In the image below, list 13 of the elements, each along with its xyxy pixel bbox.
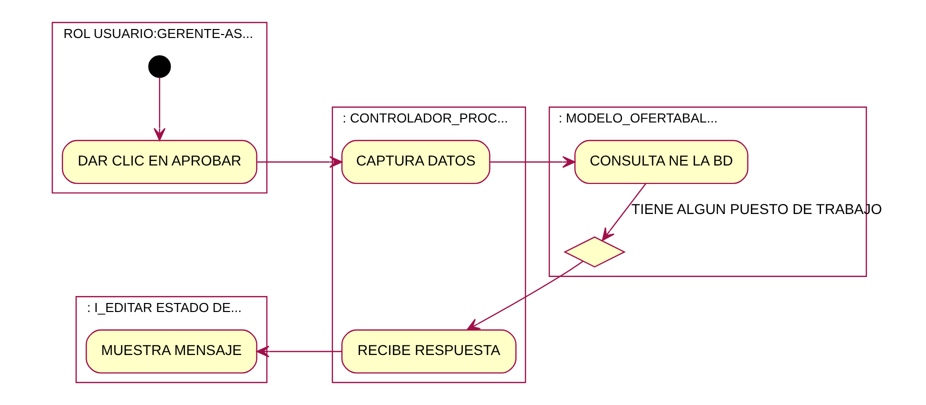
arrow <box>490 156 575 168</box>
arrow <box>256 346 342 358</box>
node-circle <box>148 55 170 78</box>
node-box: CONSULTA NE LA BD <box>574 140 748 184</box>
node-diamond <box>562 236 626 268</box>
arrow <box>601 183 646 241</box>
node-box: RECIBE RESPUESTA <box>340 329 516 374</box>
arrow <box>466 260 583 330</box>
arrow <box>153 77 166 141</box>
node-box: MUESTRA MENSAJE <box>85 329 257 374</box>
arrow <box>256 156 342 168</box>
node-box: CAPTURA DATOS <box>340 140 490 184</box>
node-box: DAR CLIC EN APROBAR <box>61 140 257 184</box>
